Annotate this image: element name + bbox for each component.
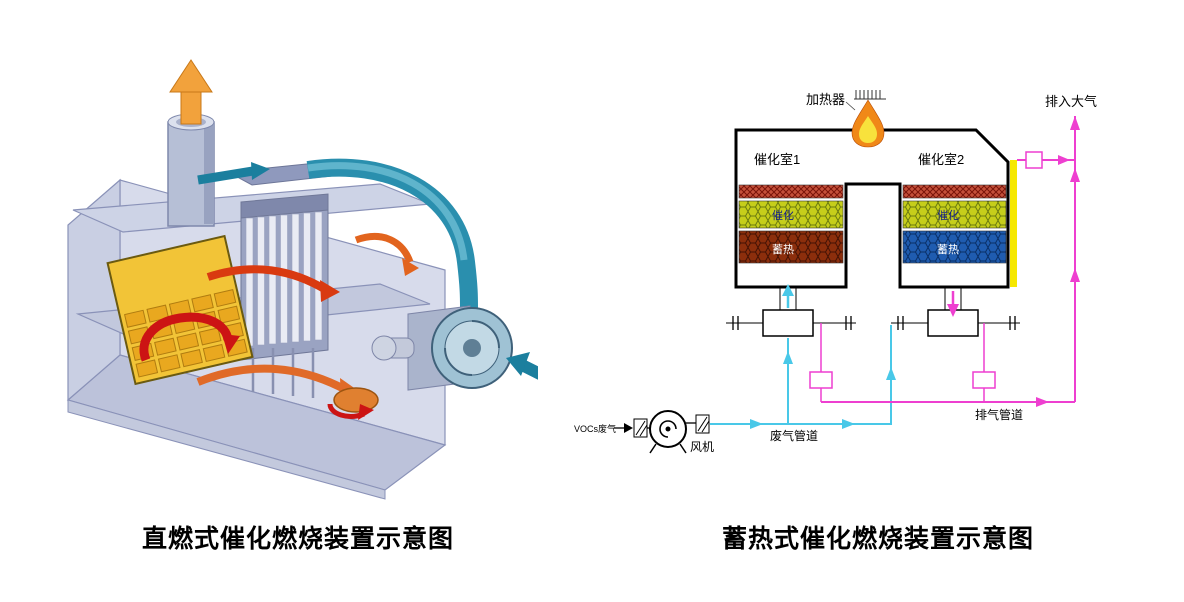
heater-label: 加热器 xyxy=(806,92,845,107)
clean-gas-piping xyxy=(809,116,1080,407)
chamber2-label: 催化室2 xyxy=(918,152,964,167)
side-strip xyxy=(1010,160,1017,287)
waste-pipe-label: 废气管道 xyxy=(770,428,818,443)
return-duct xyxy=(197,158,478,309)
left-caption: 直燃式催化燃烧装置示意图 xyxy=(141,525,454,553)
direct-fired-illustration xyxy=(66,59,563,500)
atmosphere-label: 排入大气 xyxy=(1045,94,1097,109)
hot-gas-arrows xyxy=(139,232,419,400)
chimney xyxy=(167,113,215,227)
waste-gas-piping xyxy=(710,284,896,429)
inlet-line xyxy=(614,423,633,433)
burner-flame-icon xyxy=(851,90,886,148)
regenerative-schematic: 催化 催化 蓄热 蓄热 催化室1 催化室2 加热器 排入大气 xyxy=(574,90,1097,454)
right-caption: 蓄热式催化燃烧装置示意图 xyxy=(721,525,1034,553)
fan-label: 风机 xyxy=(690,440,714,454)
fan-icon xyxy=(647,410,696,454)
chamber2-beds xyxy=(902,184,1007,264)
heater-pointer xyxy=(845,101,856,111)
blower-fan xyxy=(371,305,513,391)
valve-assembly-1 xyxy=(726,287,856,337)
filter-icon-2 xyxy=(695,414,710,434)
catalyst-label-1: 催化 xyxy=(772,208,794,222)
storage-label-2: 蓄热 xyxy=(937,243,959,256)
chamber1-label: 催化室1 xyxy=(754,152,800,167)
filter-icon xyxy=(633,418,648,438)
motor xyxy=(327,387,379,420)
chamber1-beds xyxy=(738,184,844,264)
voc-inlet-label: VOCs废气 xyxy=(574,423,616,434)
storage-label-1: 蓄热 xyxy=(772,243,794,256)
front-wall-strip xyxy=(67,399,386,500)
exhaust-pipe-label: 排气管道 xyxy=(975,407,1023,422)
exhaust-up-arrow-icon xyxy=(169,59,213,125)
catalyst-label-2: 催化 xyxy=(937,208,959,222)
regenerative-panel: 催化 催化 蓄热 蓄热 催化室1 催化室2 加热器 排入大气 xyxy=(558,72,1178,477)
direct-fired-panel xyxy=(58,52,563,505)
